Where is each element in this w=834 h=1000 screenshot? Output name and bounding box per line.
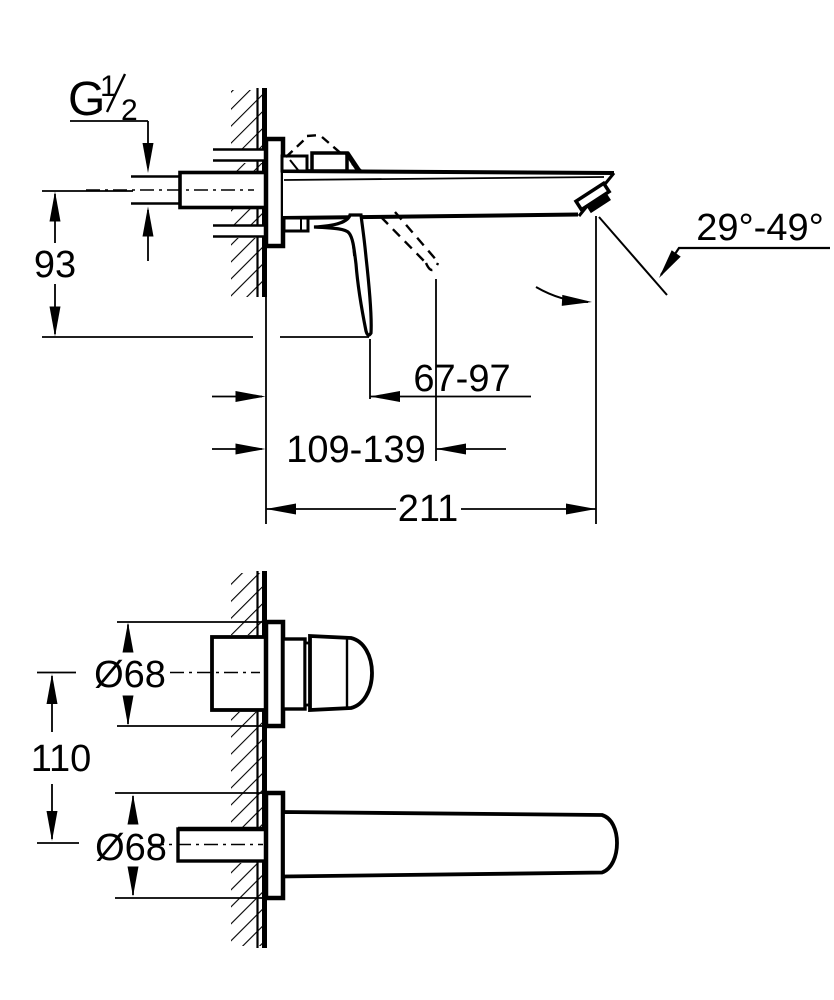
handle-base [282, 216, 310, 233]
spout-fill [283, 171, 614, 218]
dim-range-67-97: 67-97 [212, 358, 531, 402]
dim-angle-label: 29°-49° [696, 207, 824, 249]
dim-thread-numerator: 1 [100, 70, 117, 103]
wall-hatch [231, 712, 265, 827]
aerator-outlet [586, 193, 611, 214]
handle-knob [308, 634, 374, 712]
aerator-housing [573, 180, 612, 213]
lever-handle-side [282, 211, 440, 337]
spray-direction-line [598, 216, 668, 296]
handle-forward-position-dashed [380, 211, 440, 272]
handle-module-bottom [170, 619, 374, 729]
concealed-body [210, 635, 268, 712]
cartridge-detail [280, 133, 363, 173]
wall-hatch [231, 90, 265, 149]
trim-tick [289, 159, 299, 171]
dim-thread-label: G [68, 73, 105, 126]
trim-ring [280, 154, 309, 173]
arrowhead [436, 443, 466, 455]
thread-arrow-down [142, 143, 154, 173]
arrowhead [46, 811, 58, 841]
spout-bottom-edge [282, 212, 579, 220]
wall-hatch [231, 209, 265, 225]
angle-leader [660, 246, 830, 276]
ext-lines [115, 792, 284, 899]
ext-lines-93 [42, 190, 369, 338]
arrowhead [49, 191, 61, 222]
wall-section-bottom [231, 571, 267, 948]
dim-escutcheon-bottom-label: Ø68 [95, 827, 167, 869]
arrowhead [122, 622, 134, 653]
dim-projection-211: 211 [266, 488, 596, 530]
stub-lines [213, 224, 266, 238]
dim-depth-range-label: 109-139 [286, 429, 425, 471]
spout-module-bottom [150, 790, 619, 901]
arrowhead [654, 250, 681, 282]
handle-inner-line [349, 233, 355, 257]
wall-hatch [231, 163, 265, 172]
arrowhead [127, 866, 139, 897]
ext-lines [117, 621, 262, 727]
arrowhead [566, 503, 596, 515]
wall-hatch [231, 863, 265, 946]
inlet-pipe [131, 175, 181, 205]
thread-arrow-up [142, 206, 154, 237]
dim-diameter-bottom: Ø68 [95, 792, 284, 899]
thread-leader [70, 120, 149, 168]
wall-hatch [231, 238, 265, 297]
dim-center-distance-110: 110 [31, 671, 92, 844]
dim-angle: 29°-49° [654, 207, 830, 282]
swivel-arrowhead [561, 294, 593, 308]
dim-handle-range-label: 67-97 [413, 358, 510, 400]
dim-diameter-top: Ø68 [94, 621, 262, 727]
cap-slope-inner [351, 163, 363, 172]
dim-range-109-139: 109-139 [212, 429, 506, 471]
side-view: G 1 2 93 67-97 [34, 70, 830, 530]
cartridge-cap [310, 151, 349, 173]
fraction-slash [105, 73, 127, 113]
arrowhead [49, 306, 61, 337]
arrowhead [266, 503, 296, 515]
dim-height-label: 93 [34, 244, 76, 286]
faucet-spout-side [282, 169, 616, 220]
stub-lines [213, 148, 266, 162]
arrowhead [235, 443, 266, 455]
handle-raised-position-dashed [285, 133, 345, 158]
arrowhead [127, 794, 139, 825]
dim-escutcheon-top-label: Ø68 [94, 654, 166, 696]
dim-projection-label: 211 [398, 488, 459, 530]
concealed-supply-stubs [213, 148, 266, 238]
wall-hatch [231, 573, 265, 635]
handle-neck [281, 637, 307, 711]
arrowhead [235, 391, 266, 402]
spout-inner-line [283, 176, 605, 181]
arrowhead [370, 391, 400, 402]
stub-body [213, 226, 266, 236]
spout-escutcheon [263, 790, 286, 901]
bottom-view: Ø68 110 Ø68 [31, 571, 619, 948]
spout-tube-bottom-view [281, 810, 619, 879]
stub-body [213, 150, 266, 160]
inlet-connection [86, 170, 268, 210]
arrowhead [122, 695, 134, 726]
dim-thread: G 1 2 [68, 70, 154, 261]
handle-escutcheon [263, 619, 286, 729]
wall-escutcheon-side [263, 136, 286, 249]
aerator [573, 180, 612, 214]
wall-section-side [231, 88, 267, 297]
dim-height-93: 93 [34, 190, 369, 338]
ext-lines [37, 671, 79, 844]
arrowhead [46, 674, 58, 704]
dim-spacing-label: 110 [31, 738, 92, 780]
dim-thread-denominator: 2 [121, 94, 138, 127]
lever-handle-blade [313, 213, 373, 337]
